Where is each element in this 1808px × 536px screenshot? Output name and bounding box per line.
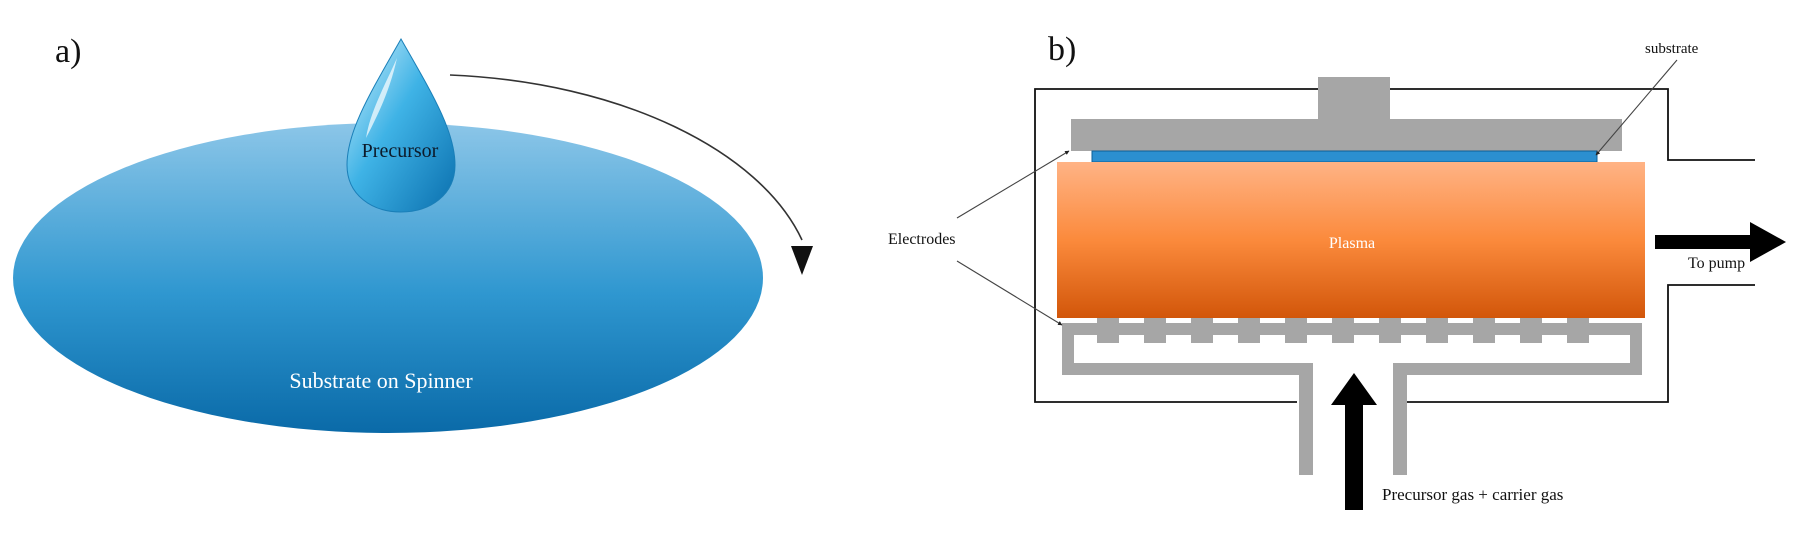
substrate-film (1091, 150, 1598, 163)
rotation-arrowhead (791, 246, 813, 275)
substrate-leader (1595, 59, 1678, 156)
top-electrode (1071, 119, 1622, 151)
panel-a: a) Substrate on Spinner Precursor (13, 33, 813, 433)
panel-a-label: a) (55, 33, 81, 70)
substrate-on-spinner-label: Substrate on Spinner (289, 368, 473, 393)
precursor-drop (346, 37, 456, 213)
spinner-substrate (13, 123, 763, 433)
panel-b: b) Plasma Precursor gas + carrier (888, 31, 1786, 510)
panel-b-label: b) (1048, 31, 1076, 68)
plasma-label: Plasma (1329, 235, 1375, 252)
top-electrode-stem (1318, 77, 1390, 121)
electrodes-label: Electrodes (888, 231, 956, 248)
plasma-region (1057, 162, 1645, 318)
gas-inlet-arrow (1331, 373, 1377, 510)
electrodes-leader-bottom (956, 260, 1063, 326)
substrate-label: substrate (1645, 41, 1699, 57)
drop-highlight (366, 58, 397, 138)
precursor-gas-label: Precursor gas + carrier gas (1382, 485, 1563, 504)
to-pump-label: To pump (1688, 255, 1745, 272)
rotation-arrow (449, 74, 803, 241)
precursor-label: Precursor (362, 140, 439, 162)
pump-arrow (1655, 222, 1786, 262)
showerhead-nozzles (1097, 318, 1589, 343)
electrodes-leader-top (956, 150, 1070, 219)
